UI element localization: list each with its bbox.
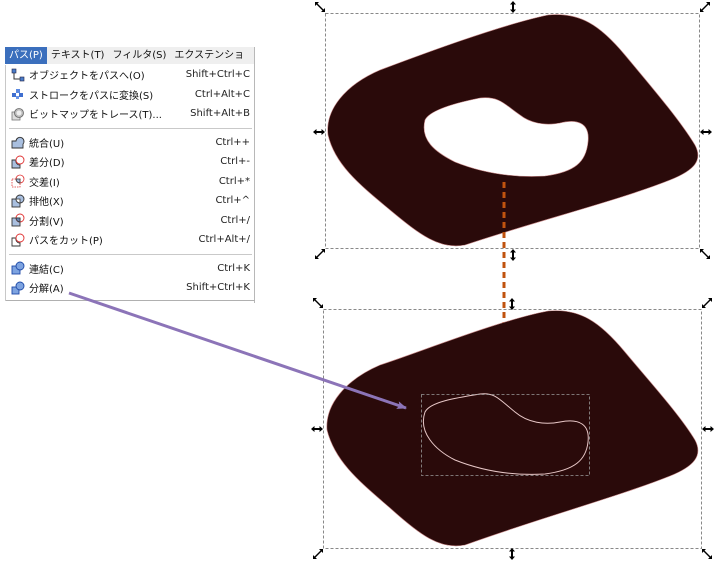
menu-item-shortcut: Shift+Alt+B	[190, 108, 250, 120]
scale-handle-icon[interactable]	[313, 129, 325, 135]
menubar: パス(P) テキスト(T) フィルタ(S) エクステンショ	[5, 47, 254, 64]
exclusion-icon	[11, 194, 25, 208]
trace-bitmap-icon	[11, 107, 24, 121]
object-to-path-icon	[11, 68, 25, 82]
path-dropdown: オブジェクトをパスへ(O) Shift+Ctrl+C ストロークをパスに変換(S…	[5, 65, 255, 301]
menu-item-label: 差分(D)	[29, 158, 65, 170]
scale-handle-icon[interactable]	[702, 549, 712, 559]
menu-path[interactable]: パス(P)	[5, 47, 47, 64]
bottom-selection-bbox	[323, 309, 702, 549]
scale-handle-icon[interactable]	[702, 426, 714, 432]
menu-item-label: 連結(C)	[29, 264, 64, 276]
menu-item-label: ビットマップをトレース(T)...	[29, 110, 162, 122]
menu-separator	[9, 253, 252, 255]
menu-item-break-apart[interactable]: 分解(A) Shift+Ctrl+K	[6, 278, 255, 298]
menu-item-trace-bitmap[interactable]: ビットマップをトレース(T)... Shift+Alt+B	[6, 104, 255, 124]
menu-item-shortcut: Ctrl+-	[220, 156, 250, 168]
stroke-to-path-icon	[12, 89, 23, 100]
scale-handle-icon[interactable]	[700, 2, 710, 12]
menu-item-shortcut: Shift+Ctrl+K	[186, 282, 250, 294]
difference-icon	[11, 155, 25, 169]
menu-item-shortcut: Ctrl+Alt+/	[198, 234, 250, 246]
scale-handle-icon[interactable]	[315, 2, 325, 12]
break-apart-icon	[11, 281, 25, 295]
bottom-inner-shape-outline[interactable]	[423, 393, 589, 475]
menu-item-shortcut: Ctrl++	[215, 136, 250, 148]
menu-item-label: ストロークをパスに変換(S)	[29, 90, 154, 102]
scale-handle-icon[interactable]	[702, 298, 712, 308]
menu-item-label: オブジェクトをパスへ(O)	[29, 71, 145, 83]
intersection-icon	[11, 174, 25, 188]
menu-item-cut-path[interactable]: パスをカット(P) Ctrl+Alt+/	[6, 230, 255, 250]
scale-handle-icon[interactable]	[315, 249, 325, 259]
menu-item-shortcut: Ctrl+^	[215, 195, 250, 207]
menu-item-exclusion[interactable]: 排他(X) Ctrl+^	[6, 191, 255, 211]
menu-item-label: 交差(I)	[29, 177, 60, 189]
menu-item-combine[interactable]: 連結(C) Ctrl+K	[6, 259, 255, 279]
menu-item-label: 統合(U)	[29, 138, 65, 150]
menu-item-object-to-path[interactable]: オブジェクトをパスへ(O) Shift+Ctrl+C	[6, 65, 255, 85]
scale-handle-icon[interactable]	[313, 549, 323, 559]
menu-item-shortcut: Shift+Ctrl+C	[185, 69, 250, 81]
scale-handle-icon[interactable]	[700, 129, 712, 135]
menu-item-label: パスをカット(P)	[29, 236, 103, 248]
scale-handle-icon[interactable]	[313, 298, 323, 308]
menu-item-stroke-to-path[interactable]: ストロークをパスに変換(S) Ctrl+Alt+C	[6, 85, 255, 105]
inner-selection-bbox	[421, 394, 590, 476]
top-selection-bbox	[325, 13, 700, 249]
combine-icon	[11, 261, 25, 275]
division-icon	[11, 213, 25, 227]
top-shape-group[interactable]	[313, 1, 712, 261]
menu-item-intersection[interactable]: 交差(I) Ctrl+*	[6, 172, 255, 192]
scale-handle-icon[interactable]	[509, 298, 515, 310]
scale-handle-icon[interactable]	[700, 249, 710, 259]
cut-path-icon	[11, 233, 25, 247]
menu-item-shortcut: Ctrl+/	[220, 214, 250, 226]
menu-filters[interactable]: フィルタ(S)	[112, 50, 167, 61]
menu-item-shortcut: Ctrl+K	[217, 262, 250, 274]
scale-handle-icon[interactable]	[510, 1, 516, 13]
path-menu-panel: パス(P) テキスト(T) フィルタ(S) エクステンショ オブジェクトをパスへ…	[5, 47, 255, 303]
menu-item-label: 分割(V)	[29, 216, 64, 228]
menu-text[interactable]: テキスト(T)	[50, 50, 105, 61]
menu-separator	[9, 127, 252, 129]
menu-item-shortcut: Ctrl+Alt+C	[194, 88, 250, 100]
menu-item-label: 分解(A)	[29, 284, 64, 296]
menu-item-shortcut: Ctrl+*	[218, 175, 250, 187]
union-icon	[11, 137, 25, 149]
scale-handle-icon[interactable]	[510, 249, 516, 261]
menu-item-union[interactable]: 統合(U) Ctrl++	[6, 133, 255, 153]
menu-item-difference[interactable]: 差分(D) Ctrl+-	[6, 152, 255, 172]
menu-extensions[interactable]: エクステンショ	[174, 50, 245, 61]
scale-handle-icon[interactable]	[311, 426, 323, 432]
menu-bottom-border	[6, 299, 255, 301]
menu-item-division[interactable]: 分割(V) Ctrl+/	[6, 211, 255, 231]
top-shape-with-hole[interactable]	[327, 14, 699, 247]
bottom-outer-shape[interactable]	[326, 310, 699, 547]
bottom-shape-group[interactable]	[311, 298, 714, 560]
purple-pointer-arrow	[68, 291, 407, 410]
scale-handle-icon[interactable]	[509, 548, 515, 560]
menu-item-label: 排他(X)	[29, 197, 64, 209]
